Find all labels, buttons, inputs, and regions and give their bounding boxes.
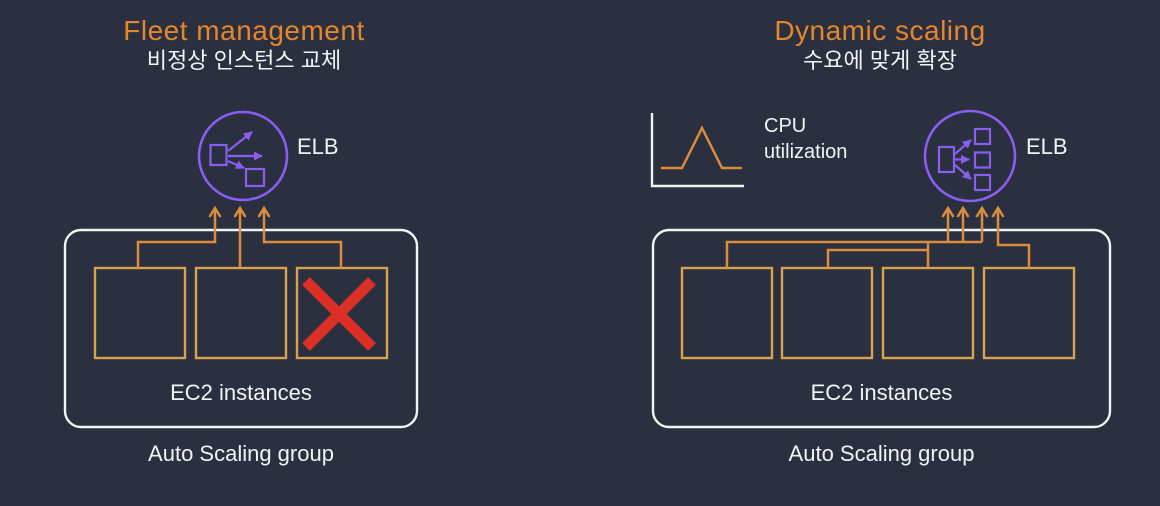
left-ec2-instances-label: EC2 instances [170,380,312,405]
right-ec2-instances [680,266,1076,360]
left-panel-subtitle: 비정상 인스턴스 교체 [146,48,342,73]
left-ec2-instances [93,266,389,360]
ec2-instance [93,266,187,360]
cpu-label-line1: CPU [764,115,807,137]
right-ec2-instances-label: EC2 instances [810,380,953,405]
right-elb-icon [923,109,1017,203]
right-wires [725,205,1031,268]
right-panel-title: Dynamic scaling [774,15,986,46]
ec2-instance [881,266,975,360]
cpu-utilization-chart-icon [650,113,744,188]
left-panel-title: Fleet management [123,15,365,46]
ec2-instance [194,266,288,360]
unhealthy-x-icon [302,277,376,351]
right-auto-scaling-group-label: Auto Scaling group [788,441,975,466]
right-elb-label: ELB [1026,134,1068,159]
ec2-instance [780,266,874,360]
cpu-label-line2: utilization [764,141,848,163]
left-auto-scaling-group-label: Auto Scaling group [148,441,334,466]
left-elb-icon [197,110,289,202]
right-panel-subtitle: 수요에 맞게 확장 [803,48,957,73]
left-wires [136,205,343,268]
ec2-instance [982,266,1076,360]
ec2-instance [680,266,774,360]
left-elb-label: ELB [297,134,339,159]
cpu-utilization-label: CPU utilization [764,113,847,165]
right-asg-box [651,228,1112,429]
